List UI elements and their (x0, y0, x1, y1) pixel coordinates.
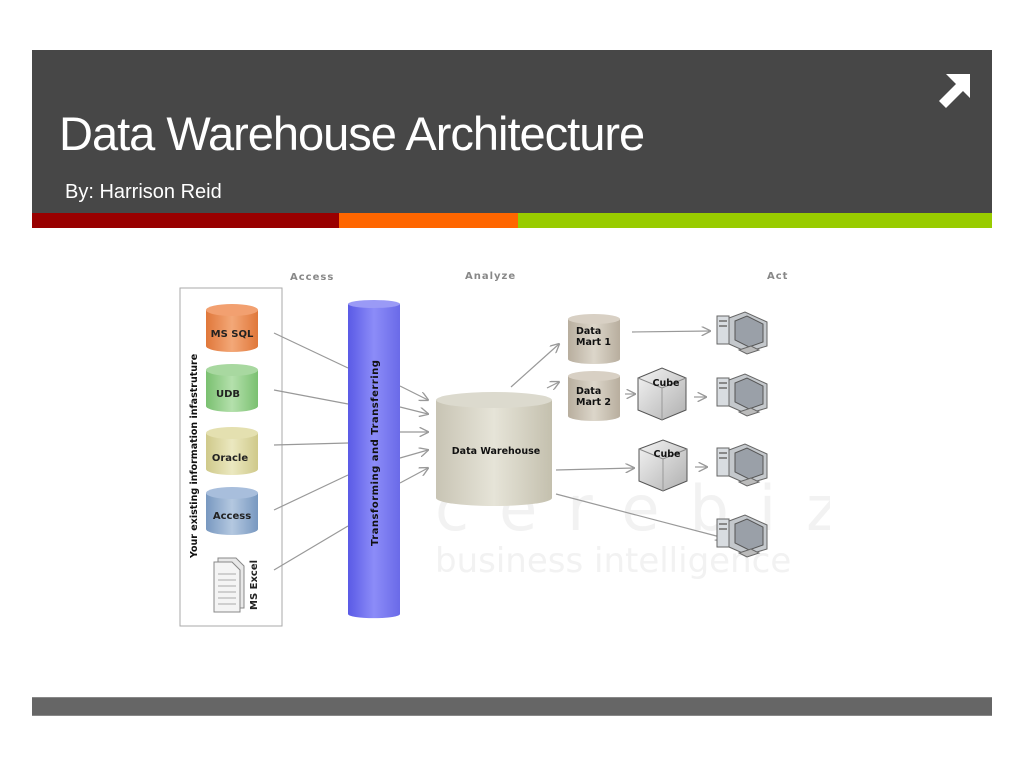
svg-text:MS Excel: MS Excel (249, 560, 260, 610)
infrastructure-label: Your existing information infastruture (189, 354, 200, 559)
svg-text:MS SQL: MS SQL (211, 329, 254, 340)
cube-2: Cube (638, 439, 688, 492)
source-access: Access (206, 487, 258, 535)
svg-text:Cube: Cube (653, 378, 680, 389)
data-mart-2: Data Mart 2 (568, 371, 620, 421)
title-banner: Data Warehouse Architecture By: Harrison… (32, 50, 992, 213)
svg-text:Cube: Cube (654, 449, 681, 460)
arrow-up-right-icon (939, 74, 970, 108)
data-mart-1: Data Mart 1 (568, 314, 620, 364)
etl-connectors (399, 385, 428, 484)
svg-text:Data Warehouse: Data Warehouse (452, 446, 540, 457)
svg-text:Data: Data (576, 326, 601, 337)
svg-text:Oracle: Oracle (212, 453, 249, 464)
accent-stripe-green (518, 213, 992, 228)
accent-stripe-red (32, 213, 339, 228)
slide-subtitle: By: Harrison Reid (65, 181, 222, 203)
svg-text:Data: Data (576, 386, 601, 397)
svg-text:Mart 2: Mart 2 (576, 397, 611, 408)
computer-icon (716, 311, 768, 355)
svg-text:Access: Access (213, 511, 251, 522)
warehouse-connectors (510, 344, 724, 538)
section-label-act: Act (767, 271, 788, 282)
etl-cylinder: Transforming and Transferring (348, 300, 400, 619)
document-icon (213, 557, 245, 613)
architecture-diagram: cerebiz business intelligence Access Ana… (170, 260, 839, 640)
cube-1: Cube (637, 367, 687, 421)
svg-text:Mart 1: Mart 1 (576, 337, 611, 348)
svg-text:UDB: UDB (216, 389, 240, 400)
computer-icon (716, 443, 768, 487)
section-label-analyze: Analyze (465, 271, 516, 282)
accent-stripe-orange (339, 213, 518, 228)
cube-connectors (694, 397, 707, 467)
footer-bar (32, 697, 992, 716)
computer-icon (716, 514, 768, 558)
mart-connectors (625, 331, 710, 394)
source-udb: UDB (206, 364, 258, 412)
source-connectors (273, 332, 349, 571)
data-warehouse-cylinder: Data Warehouse (436, 392, 552, 506)
source-ms-excel: MS Excel (213, 557, 260, 613)
source-ms-sql: MS SQL (206, 304, 258, 352)
slide-title: Data Warehouse Architecture (59, 107, 645, 160)
svg-text:Transforming and Transferring: Transforming and Transferring (370, 360, 381, 546)
section-label-access: Access (290, 272, 334, 283)
source-oracle: Oracle (206, 427, 258, 475)
computer-icon (716, 373, 768, 417)
